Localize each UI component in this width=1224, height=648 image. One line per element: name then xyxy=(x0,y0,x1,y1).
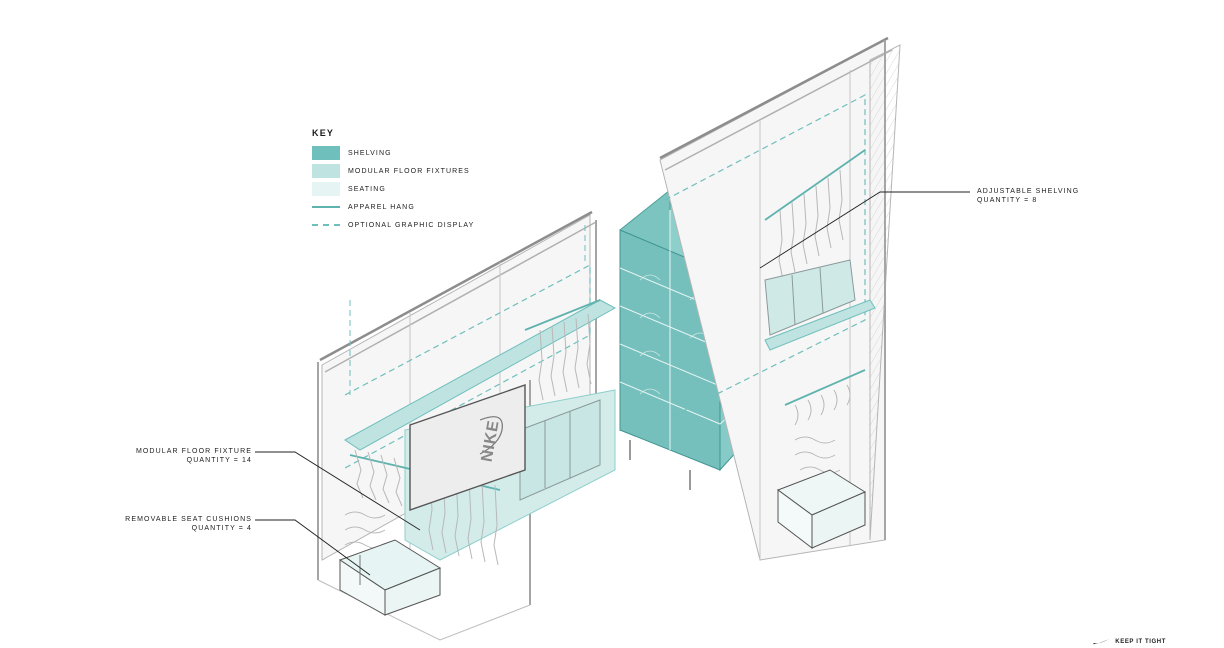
legend: KEY SHELVING MODULAR FLOOR FIXTURES SEAT… xyxy=(312,128,552,234)
legend-title: KEY xyxy=(312,128,335,138)
left-graphic-display-outline xyxy=(344,264,591,469)
nike-sign-panel xyxy=(409,384,526,511)
leader-removable-seat-cushions xyxy=(255,519,371,576)
left-top-rail xyxy=(319,210,593,362)
legend-item-apparel-hang: APPAREL HANG xyxy=(312,198,552,216)
leader-modular-floor-fixture xyxy=(255,451,421,531)
legend-label: MODULAR FLOOR FIXTURES xyxy=(348,167,470,175)
left-seat-cube xyxy=(338,539,442,616)
callout-removable-seat-cushions: REMOVABLE SEAT CUSHIONS QUANTITY = 4 xyxy=(125,515,252,533)
callout-title: REMOVABLE SEAT CUSHIONS xyxy=(125,516,252,523)
sign-swoosh-icon xyxy=(479,416,503,455)
right-seat-cube xyxy=(776,469,867,550)
left-fixture xyxy=(317,210,617,641)
legend-item-modular: MODULAR FLOOR FIXTURES xyxy=(312,162,552,180)
left-upper-shelf xyxy=(344,299,617,451)
right-upper-apparel-hang xyxy=(764,149,866,221)
legend-item-graphic-display: OPTIONAL GRAPHIC DISPLAY xyxy=(312,216,552,234)
legend-label: SHELVING xyxy=(348,149,392,157)
callout-quantity: QUANTITY = 14 xyxy=(186,457,252,464)
legend-label: OPTIONAL GRAPHIC DISPLAY xyxy=(348,221,475,229)
legend-label: SEATING xyxy=(348,185,386,193)
tagline: KEEP IT TIGHT xyxy=(1115,639,1166,645)
swoosh-icon xyxy=(1093,639,1110,645)
legend-label: APPAREL HANG xyxy=(348,203,415,211)
right-lower-apparel-hang xyxy=(784,369,866,406)
callout-leaders xyxy=(255,191,970,576)
right-modular-floor-fixture xyxy=(764,259,856,336)
graphic-display-swatch xyxy=(312,224,340,226)
brand-footer: KEEP IT TIGHT xyxy=(1093,639,1166,645)
callout-quantity: QUANTITY = 4 xyxy=(191,525,252,532)
apparel-hang-swatch xyxy=(312,206,340,208)
seating-swatch xyxy=(312,182,340,196)
legend-item-seating: SEATING xyxy=(312,180,552,198)
modular-swatch xyxy=(312,164,340,178)
right-fixture xyxy=(659,36,901,561)
callout-adjustable-shelving: ADJUSTABLE SHELVING QUANTITY = 8 xyxy=(977,187,1079,205)
callout-title: ADJUSTABLE SHELVING xyxy=(977,188,1080,195)
right-top-rail xyxy=(659,36,889,160)
callout-quantity: QUANTITY = 8 xyxy=(977,197,1038,204)
callout-title: MODULAR FLOOR FIXTURE xyxy=(135,448,252,455)
shelving-swatch xyxy=(312,146,340,160)
callout-modular-floor-fixture: MODULAR FLOOR FIXTURE QUANTITY = 14 xyxy=(136,447,252,465)
leader-adjustable-shelving xyxy=(759,191,970,269)
legend-item-shelving: SHELVING xyxy=(312,144,552,162)
